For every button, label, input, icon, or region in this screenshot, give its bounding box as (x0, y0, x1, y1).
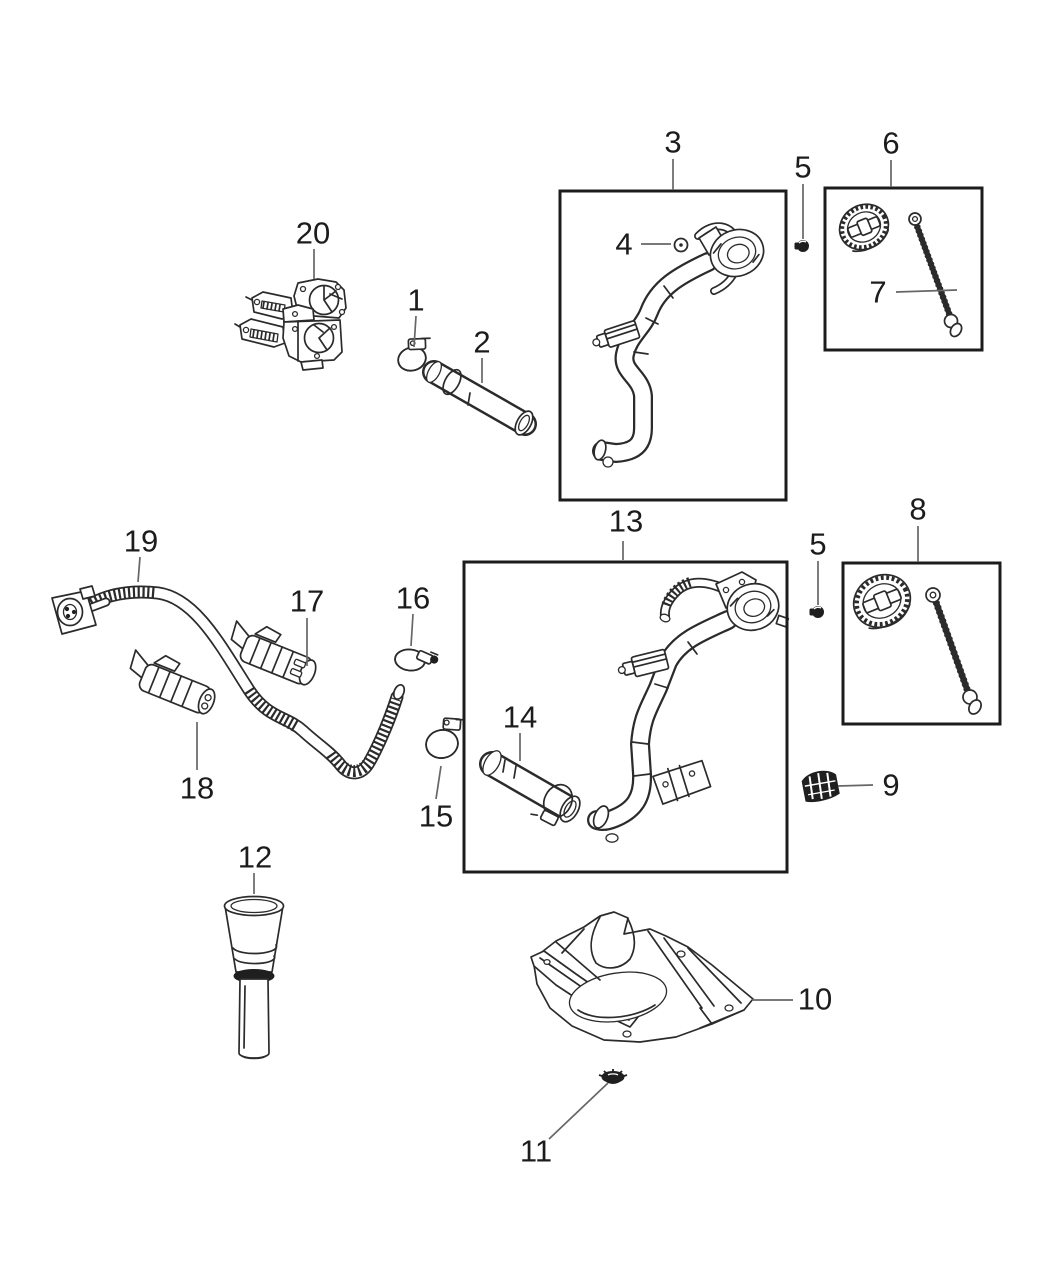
push-pin-plug-part (598, 1069, 628, 1084)
callout-label-5: 5 (794, 150, 811, 185)
detail-box-13 (462, 560, 789, 874)
callout-label-19: 19 (124, 524, 158, 559)
filler-tube-hose-part (422, 360, 537, 436)
callout-label-16: 16 (396, 581, 430, 616)
callout-leader-9 (837, 784, 874, 787)
callout-label-3: 3 (664, 125, 681, 160)
fuel-filler-tube-3-part (592, 222, 765, 468)
callout-label-14: 14 (503, 700, 537, 735)
hose-clamp-16-part (394, 648, 439, 672)
callout-leader-16 (410, 613, 414, 647)
callout-leader-19 (137, 556, 141, 583)
callout-label-20: 20 (296, 216, 330, 251)
hose-clamp-15-part (425, 717, 466, 759)
callout-leader-1 (413, 315, 417, 348)
fuel-filler-tube-13-part (587, 571, 790, 843)
callout-label-5: 5 (809, 527, 826, 562)
callout-leader-15 (435, 765, 442, 800)
callout-leader-11 (548, 1082, 609, 1140)
callout-label-7: 7 (869, 275, 886, 310)
callout-label-17: 17 (290, 584, 324, 619)
cap-tether-8-part (925, 587, 982, 715)
callout-label-10: 10 (798, 982, 832, 1017)
callout-label-18: 18 (180, 771, 214, 806)
fuel-cap-8-part (852, 573, 912, 630)
callout-label-12: 12 (238, 840, 272, 875)
skid-plate-shield-part (530, 911, 754, 1043)
nut-5a-part (794, 240, 809, 252)
detail-box-6 (823, 186, 984, 352)
retainer-clip-18-part (129, 649, 216, 715)
funnel-12-part (223, 895, 285, 1060)
vent-hose-19-part (51, 585, 406, 780)
callout-label-6: 6 (882, 126, 899, 161)
cap-tether-7-part (908, 212, 963, 338)
callout-label-13: 13 (609, 504, 643, 539)
detail-box-8 (841, 561, 1002, 726)
retainer-clip-9-part (801, 770, 840, 803)
fuel-cap-6-part (838, 203, 890, 253)
callout-label-11: 11 (520, 1134, 552, 1169)
detail-box-3 (558, 189, 788, 502)
callout-label-8: 8 (909, 492, 926, 527)
nut-5b-part (809, 606, 824, 618)
filler-hose-14-part (479, 750, 581, 827)
callout-label-2: 2 (473, 325, 490, 360)
callout-leader-7 (895, 289, 958, 293)
callout-label-1: 1 (407, 283, 424, 318)
callout-label-9: 9 (882, 768, 899, 803)
callout-label-15: 15 (419, 799, 453, 834)
mounting-bracket-part (234, 278, 347, 371)
callout-label-4: 4 (615, 227, 632, 262)
grommet-center-dot (679, 243, 683, 247)
retainer-clip-17-part (230, 620, 317, 686)
